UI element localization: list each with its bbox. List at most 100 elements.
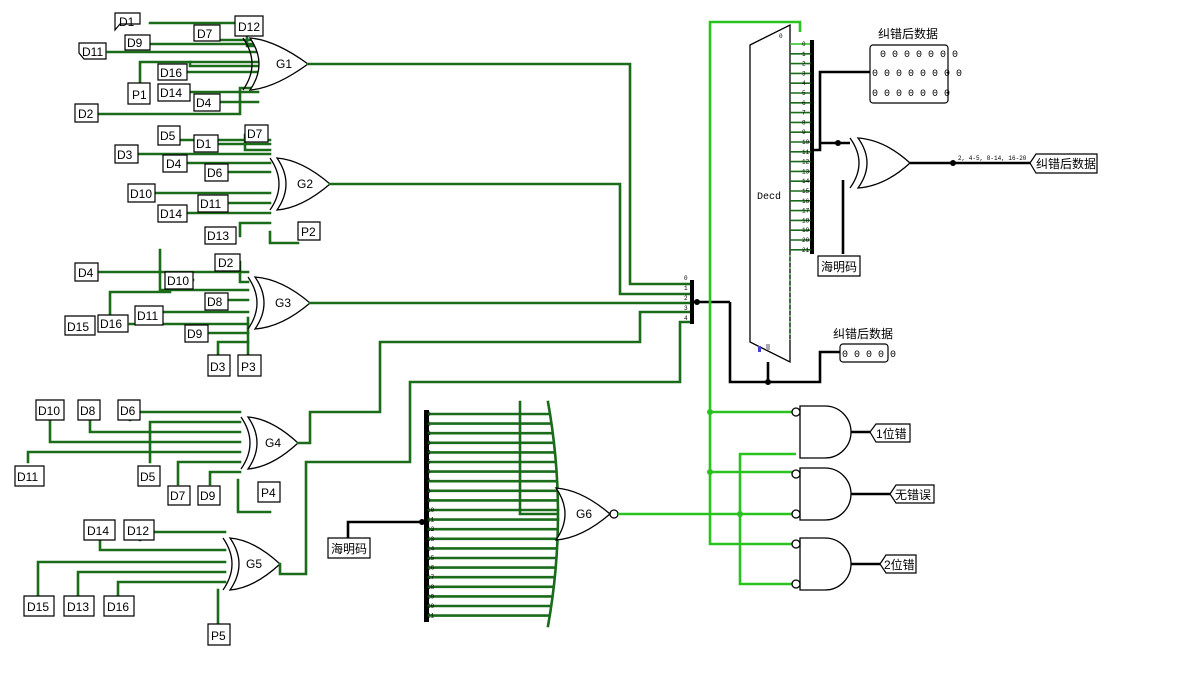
input-pin-d14[interactable]: D14 [83, 519, 116, 541]
input-pin-d9[interactable]: D9 [197, 485, 221, 506]
input-pin-d8[interactable]: D8 [204, 292, 229, 311]
pin-label: P3 [241, 360, 256, 374]
pin-label: D6 [120, 404, 136, 418]
decoder-label: Decd [757, 191, 781, 203]
input-pin-d11[interactable]: D11 [134, 305, 164, 326]
g6-bit-label: 3 [427, 440, 431, 447]
gate-g6[interactable]: G6 [554, 487, 796, 541]
g6-bit-label: 19 [427, 593, 435, 600]
input-pin-d7[interactable]: D7 [193, 24, 221, 42]
probe-title: 纠错后数据 [833, 326, 893, 341]
input-pin-d16[interactable]: D16 [97, 314, 129, 333]
input-pin-d1[interactable]: D1 [114, 12, 141, 32]
pin-label: D16 [100, 317, 122, 331]
input-pin-d10[interactable]: D10 [164, 271, 194, 290]
input-pin-d7[interactable]: D7 [167, 485, 191, 506]
g6-bit-label: 2 [427, 430, 431, 437]
input-pin-d15[interactable]: D15 [23, 595, 55, 617]
input-pin-d4[interactable]: D4 [193, 93, 221, 112]
and-gate-one-bit[interactable] [791, 405, 870, 459]
input-pin-d5[interactable]: D5 [137, 465, 161, 487]
output-two-bit-error[interactable]: 2位错 [879, 554, 917, 574]
input-pin-p3[interactable]: P3 [237, 354, 262, 377]
hamming-input-top[interactable]: 海明码 [817, 255, 861, 277]
decoder-bit-label: 6 [802, 100, 806, 107]
and-gate-two-bit[interactable] [791, 537, 880, 591]
pin-label: D4 [166, 157, 182, 171]
bit-label: 1 [684, 285, 688, 292]
pin-label: D13 [67, 600, 89, 614]
input-pin-d9[interactable]: D9 [124, 34, 151, 51]
g6-input-backplane [546, 400, 560, 628]
decoder-bit-label: 0 [802, 41, 806, 48]
output-label: 无错误 [895, 488, 931, 502]
input-pin-d5[interactable]: D5 [157, 125, 181, 146]
g6-bit-label: 0 [427, 411, 431, 418]
xor-correction[interactable]: 2, 4-5, 8-14, 16-20 [814, 70, 1030, 254]
g4-input-wires [26, 410, 272, 514]
input-pin-d2[interactable]: D2 [214, 253, 241, 272]
input-pin-p1[interactable]: P1 [127, 82, 151, 105]
pin-label: P4 [261, 486, 276, 500]
corrected-probe-bottom: 纠错后数据 0 0 0 0 0 [833, 326, 896, 363]
input-pin-d16[interactable]: D16 [103, 595, 135, 617]
pin-label: 海明码 [821, 259, 857, 274]
decoder-bit-label: 17 [802, 208, 810, 215]
gate-g4[interactable]: G4 [240, 416, 299, 470]
input-pin-d2[interactable]: D2 [74, 103, 99, 123]
input-pin-d10[interactable]: D10 [127, 183, 156, 203]
and-gate-no-error[interactable] [791, 467, 890, 521]
g5-input-wires [36, 530, 227, 626]
input-pin-d4[interactable]: D4 [162, 154, 188, 173]
input-pin-d6[interactable]: D6 [117, 399, 141, 421]
input-pin-d11[interactable]: D11 [197, 194, 229, 213]
input-pin-d4[interactable]: D4 [74, 262, 99, 282]
input-pin-d3[interactable]: D3 [114, 144, 139, 164]
decoder-bit-label: 10 [802, 139, 810, 146]
input-pin-d14[interactable]: D14 [157, 83, 191, 102]
input-pin-p2[interactable]: P2 [297, 221, 321, 241]
decoder-bit-label: 8 [802, 119, 806, 126]
input-pin-d10[interactable]: D10 [35, 399, 65, 421]
input-pin-p5[interactable]: P5 [207, 623, 231, 646]
decoder-bit-label: 19 [802, 227, 810, 234]
input-pin-p4[interactable]: P4 [257, 481, 281, 503]
input-pin-d9[interactable]: D9 [184, 324, 209, 343]
gate-label: G2 [297, 177, 313, 191]
input-pin-d13[interactable]: D13 [63, 595, 95, 617]
probe-row: 0 0 0 0 0 0 0 [880, 50, 958, 61]
pin-label: D11 [17, 470, 38, 484]
input-pin-d1[interactable]: D1 [193, 134, 219, 153]
gate-g1[interactable]: G1 [242, 37, 310, 91]
pin-label: D16 [160, 66, 182, 80]
bit-label: 3 [684, 305, 688, 312]
g1-input-wires [96, 21, 260, 116]
g6-bit-label: 1 [427, 421, 431, 428]
input-pin-d14[interactable]: D14 [157, 204, 188, 223]
input-pin-d15[interactable]: D15 [64, 315, 96, 336]
decoder-bit-label: 11 [802, 149, 810, 156]
output-corrected-data[interactable]: 纠错后数据 [1029, 153, 1098, 174]
input-pin-d3[interactable]: D3 [207, 354, 231, 377]
input-pin-d6[interactable]: D6 [204, 163, 229, 182]
input-pin-d11[interactable]: D11 [14, 465, 45, 487]
output-no-error[interactable]: 无错误 [889, 484, 935, 504]
gate-g3[interactable]: G3 [247, 276, 311, 330]
input-pin-d13[interactable]: D13 [204, 226, 237, 245]
bit-label: 0 [684, 275, 688, 282]
input-pin-d16[interactable]: D16 [157, 63, 188, 81]
g3-inputs: D4 D2 D10 D8 D15 D16 D11 D9 D3 P3 [64, 253, 262, 377]
input-pin-d8[interactable]: D8 [77, 399, 101, 421]
pin-label: D15 [67, 320, 89, 334]
gate-g5[interactable]: G5 [222, 537, 281, 591]
input-pin-d7[interactable]: D7 [244, 124, 269, 143]
gate-g2[interactable]: G2 [269, 157, 331, 211]
pin-label: D8 [207, 295, 223, 309]
hamming-input-bottom[interactable]: 海明码 [327, 519, 425, 559]
input-pin-d12[interactable]: D12 [123, 519, 155, 541]
output-one-bit-error[interactable]: 1位错 [869, 423, 911, 443]
input-pin-d11[interactable]: D11 [78, 42, 107, 60]
input-pin-d12[interactable]: D12 [234, 15, 264, 37]
decoder[interactable]: Decd 0 012345678910111213141516171819202… [728, 23, 840, 385]
